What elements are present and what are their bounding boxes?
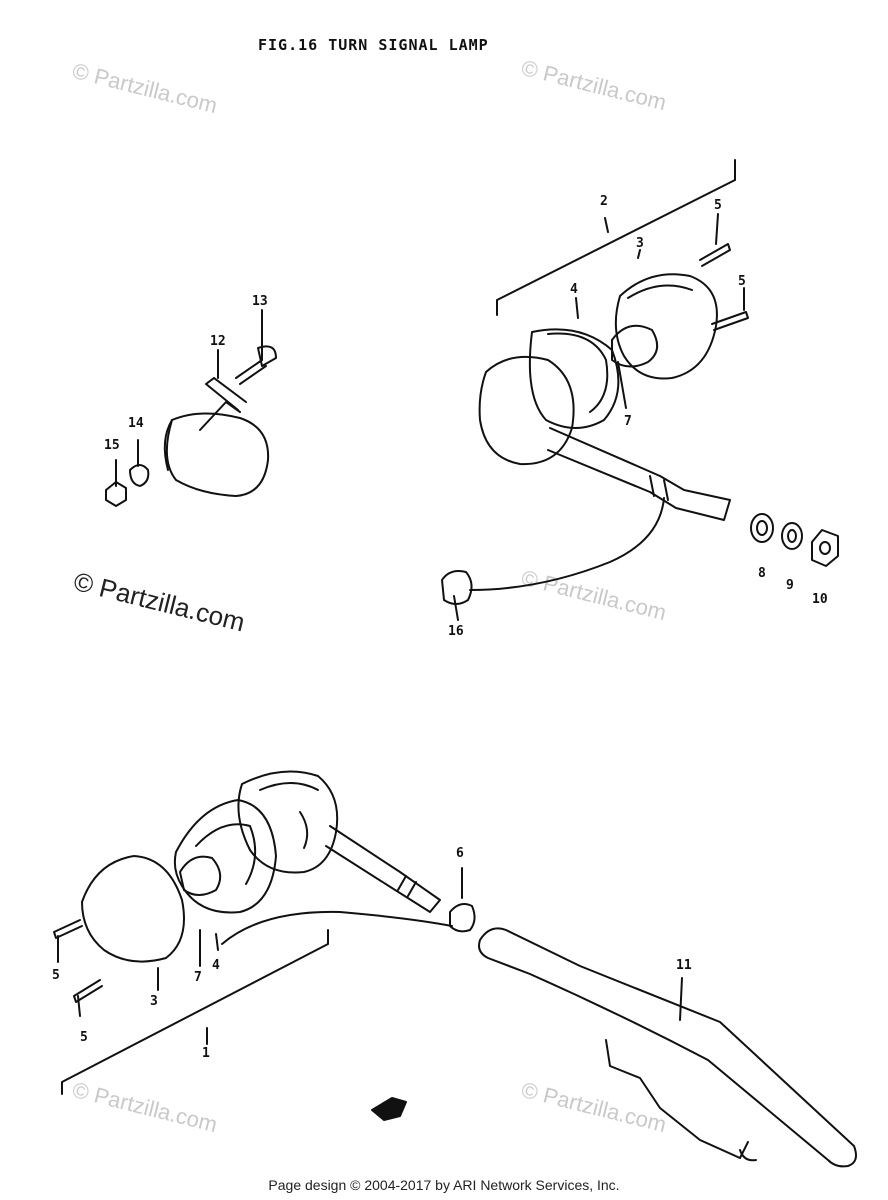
- bolt-13: [235, 345, 277, 385]
- grommet-6: [449, 903, 476, 933]
- grommet-16: [441, 570, 473, 605]
- assembly-bracket-1: [61, 929, 329, 1095]
- lamp-stem: [547, 427, 731, 521]
- lamp-lens: [478, 355, 575, 466]
- bulb-lower: [179, 855, 222, 896]
- callout-7: 7: [624, 414, 632, 429]
- lamp-lens-lower: [81, 855, 185, 963]
- screw: [73, 979, 103, 1003]
- callout-1: 1: [202, 1046, 210, 1061]
- screw: [699, 243, 731, 267]
- assembly-bracket-2: [496, 159, 736, 316]
- callout-11: 11: [676, 958, 692, 973]
- callout-10: 10: [812, 592, 828, 607]
- washer-14: [129, 464, 150, 487]
- callout-14: 14: [128, 416, 144, 431]
- callout-4: 4: [212, 958, 220, 973]
- wire: [469, 497, 665, 591]
- callout-3: 3: [636, 236, 644, 251]
- callout-5: 5: [80, 1030, 88, 1045]
- callout-8: 8: [758, 566, 766, 581]
- handlebar-11: [478, 927, 857, 1168]
- washer-8: [750, 513, 774, 543]
- callout-4: 4: [570, 282, 578, 297]
- callout-5: 5: [52, 968, 60, 983]
- lamp-stem-lower: [325, 825, 441, 913]
- figure-title: FIG.16 TURN SIGNAL LAMP: [258, 36, 489, 54]
- bulb: [611, 324, 659, 368]
- callout-3: 3: [150, 994, 158, 1009]
- lamp-housing: [614, 273, 718, 380]
- callout-5: 5: [714, 198, 722, 213]
- lamp-housing-lower: [237, 770, 339, 874]
- callout-7: 7: [194, 970, 202, 985]
- callout-16: 16: [448, 624, 464, 639]
- lamp-rim-lower: [173, 799, 277, 914]
- callout-9: 9: [786, 578, 794, 593]
- callout-13: 13: [252, 294, 268, 309]
- screw: [53, 919, 83, 939]
- callout-5: 5: [738, 274, 746, 289]
- washer-9: [781, 522, 803, 550]
- direction-arrow: [371, 1097, 407, 1121]
- wire: [221, 910, 453, 945]
- lamp-rim: [528, 328, 620, 429]
- footer-copyright: Page design © 2004-2017 by ARI Network S…: [268, 1177, 620, 1193]
- callout-15: 15: [104, 438, 120, 453]
- nut-10: [811, 529, 839, 567]
- flasher-relay: [165, 412, 270, 497]
- callout-2: 2: [600, 194, 608, 209]
- screw: [711, 311, 749, 331]
- callout-12: 12: [210, 334, 226, 349]
- relay-clamp: [199, 377, 247, 431]
- callout-6: 6: [456, 846, 464, 861]
